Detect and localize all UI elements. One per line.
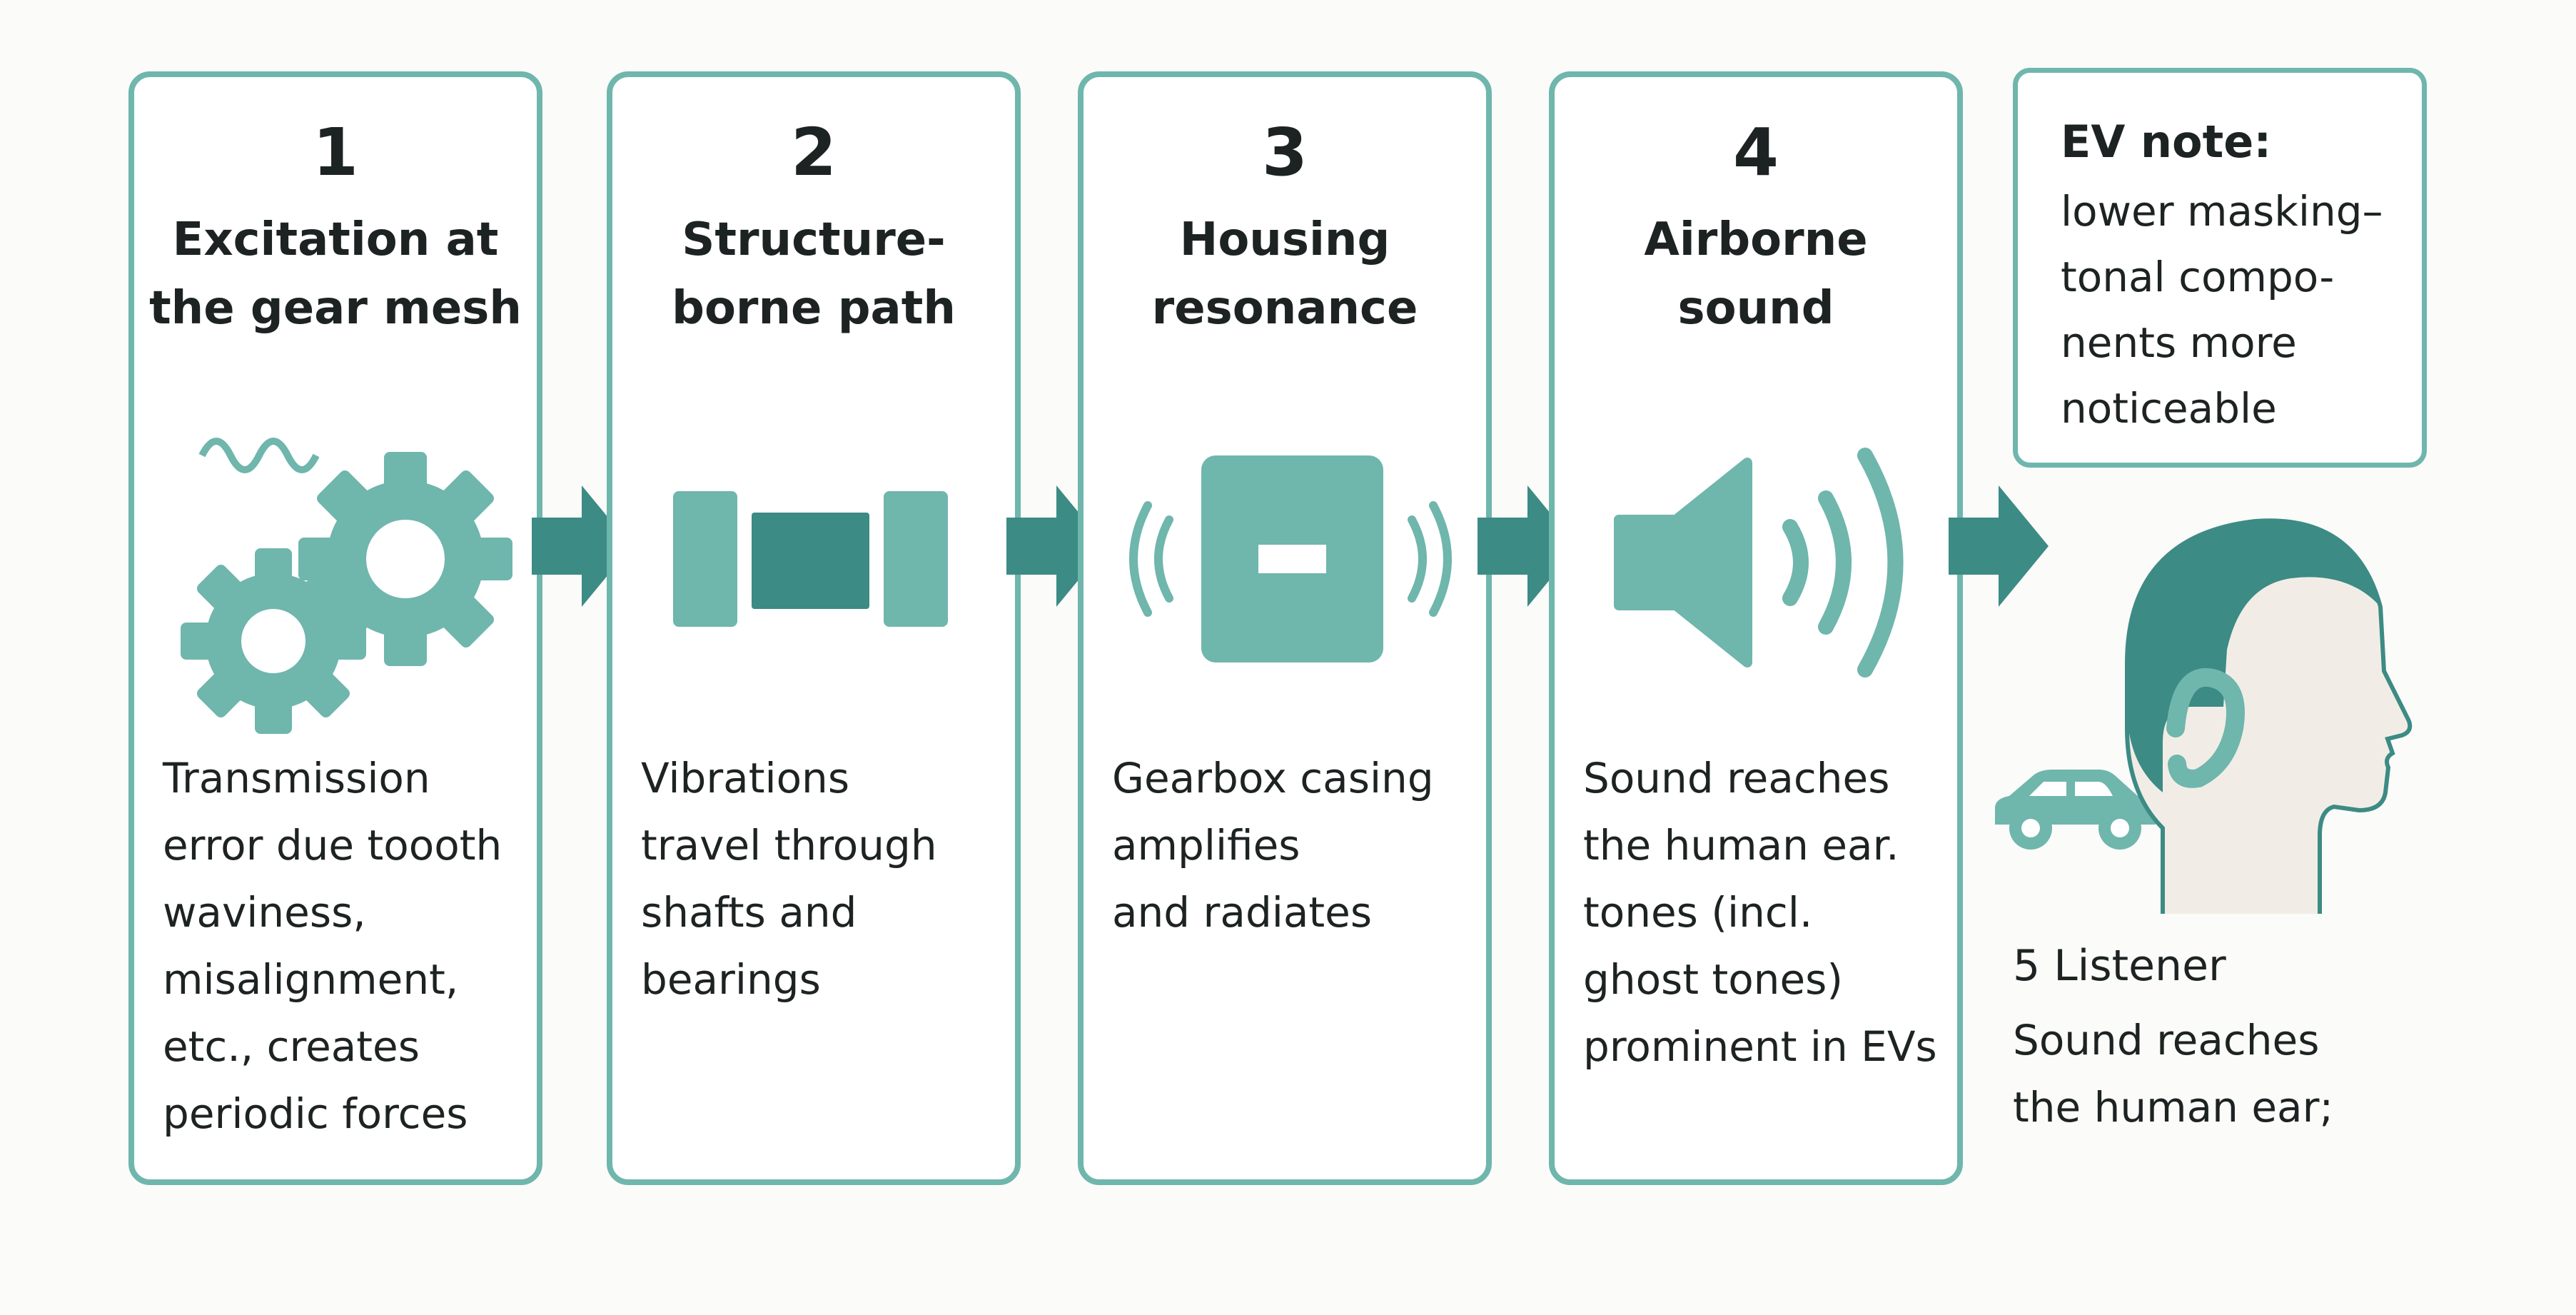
- car-icon: [1995, 770, 2156, 850]
- step-panel-1: 1 Excitation at the gear mesh: [128, 71, 542, 1185]
- gears-icon: [181, 438, 512, 734]
- housing-vibration-icon: [1129, 455, 1452, 662]
- step-number: 3: [1261, 114, 1308, 191]
- listener-title: 5 Listener: [2013, 941, 2226, 991]
- head-ear-icon: [2125, 518, 2413, 914]
- ev-note-title: EV note:: [2061, 116, 2272, 168]
- shaft-bearing-icon: [673, 491, 948, 627]
- step-description: Sound reaches the human ear. tones (incl…: [1583, 754, 1937, 1071]
- ev-note-box: EV note: lower masking– tonal compo- nen…: [2013, 68, 2427, 468]
- step-title: Airborne sound: [1644, 213, 1868, 335]
- step-number: 2: [790, 114, 837, 191]
- step-description: Vibrations travel through shafts and bea…: [641, 754, 937, 1004]
- step-panel-4: 4 Airborne sound Sound reaches the human…: [1549, 71, 1963, 1185]
- step-description: Transmission error due toooth waviness, …: [163, 754, 502, 1138]
- step-panel-3: 3 Housing resonance Gearbox casing ampli…: [1078, 71, 1492, 1185]
- ev-note-body: lower masking– tonal compo- nents more n…: [2061, 187, 2383, 433]
- step-number: 4: [1732, 114, 1779, 191]
- listener-description: Sound reaches the human ear;: [2013, 1016, 2333, 1132]
- step-description: Gearbox casing amplifies and radiates: [1112, 754, 1434, 937]
- step-title: Excitation at the gear mesh: [149, 213, 522, 335]
- speaker-icon: [1614, 448, 1904, 677]
- arrow-right-icon: [1949, 485, 2049, 607]
- step-panel-2: 2 Structure- borne path Vibrations trave…: [607, 71, 1021, 1185]
- step-number: 1: [312, 114, 358, 191]
- step-title: Housing resonance: [1151, 213, 1418, 335]
- step-title: Structure- borne path: [672, 213, 956, 335]
